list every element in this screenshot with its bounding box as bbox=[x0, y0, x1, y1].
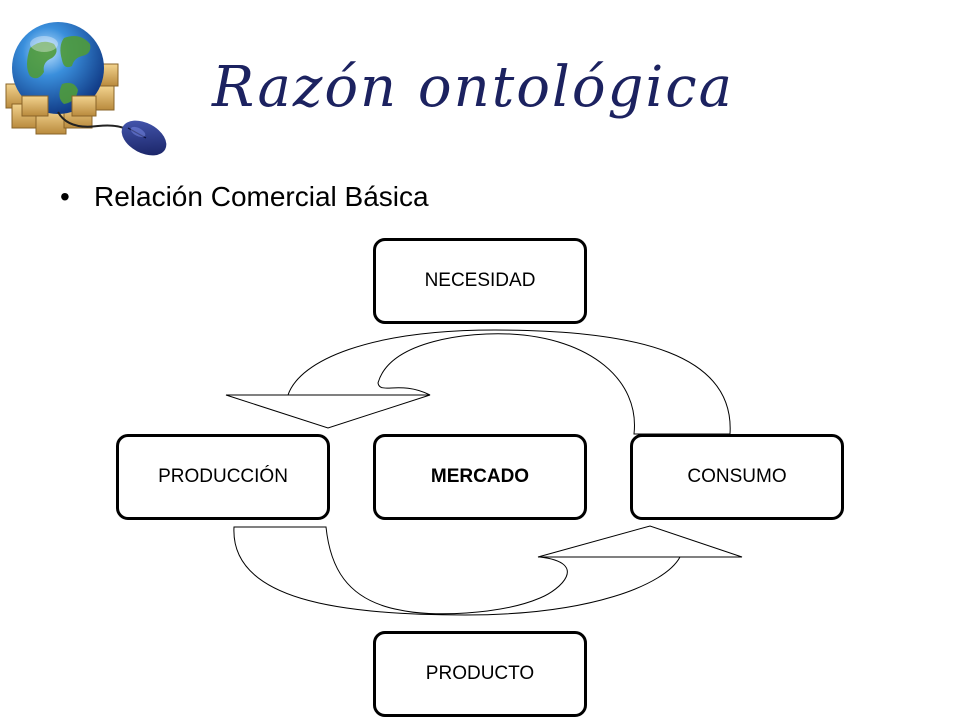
globe-with-boxes-and-mouse-icon bbox=[5, 22, 167, 156]
arrow-consumo-to-produccion bbox=[287, 329, 731, 435]
node-consumo: CONSUMO bbox=[630, 434, 844, 520]
node-necesidad: NECESIDAD bbox=[373, 238, 587, 324]
bullet-item: • Relación Comercial Básica bbox=[60, 175, 429, 219]
bullet-icon: • bbox=[60, 181, 70, 212]
arrow-produccion-to-consumo-head bbox=[537, 525, 743, 558]
arrow-produccion-to-consumo bbox=[233, 526, 681, 616]
slide-title: Razón ontológica bbox=[212, 55, 735, 120]
node-mercado: MERCADO bbox=[373, 434, 587, 520]
bullet-text: Relación Comercial Básica bbox=[94, 181, 429, 212]
arrow-consumo-to-produccion-head bbox=[225, 394, 431, 429]
node-produccion: PRODUCCIÓN bbox=[116, 434, 330, 520]
node-producto: PRODUCTO bbox=[373, 631, 587, 717]
